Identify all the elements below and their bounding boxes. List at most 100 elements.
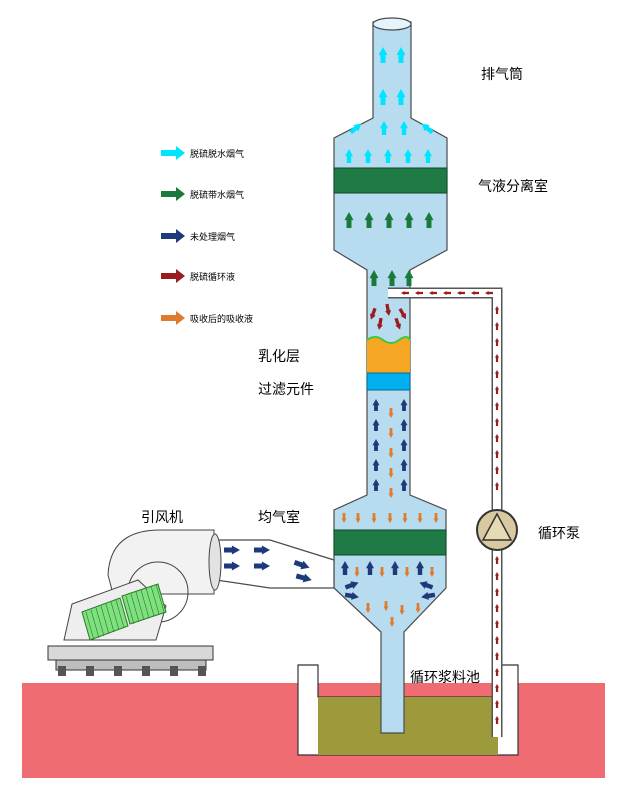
fan-foot — [170, 666, 178, 676]
pipe-flow-arrow — [495, 450, 499, 458]
flow-arrow-navy — [400, 399, 408, 411]
legend-label: 脱硫循环液 — [190, 272, 236, 283]
mesh-line — [95, 607, 105, 637]
flow-arrow-orange — [383, 601, 389, 611]
flow-arrow-cyan — [424, 149, 432, 163]
pipe-flow-arrow — [495, 588, 499, 596]
flow-arrow-navy — [400, 419, 408, 431]
label-chimney: 排气筒 — [481, 67, 523, 83]
flow-arrow-cyan — [364, 149, 372, 163]
mesh-line — [145, 587, 155, 617]
pipe-flow-arrow — [495, 370, 499, 378]
flow-arrow-navy — [293, 559, 310, 570]
flow-arrow-cyan — [421, 123, 434, 135]
pipe-flow-arrow — [495, 604, 499, 612]
label-pump: 循环泵 — [538, 526, 580, 542]
flow-arrow-green — [404, 270, 414, 286]
flow-arrow-cyan — [384, 149, 392, 163]
emulsion-surface — [366, 336, 411, 344]
mesh-line — [130, 593, 140, 623]
emulsion-layer — [367, 337, 410, 373]
pipe-flow-arrow — [495, 354, 499, 362]
fan-outlet-flange — [208, 533, 222, 591]
flow-arrow-green — [369, 270, 379, 286]
flow-arrow-navy — [344, 581, 359, 590]
label-plenum: 均气室 — [258, 510, 300, 526]
pipe-flow-arrow — [495, 620, 499, 628]
mesh-line — [105, 603, 115, 633]
mesh-line — [140, 589, 150, 619]
label-emulsion-layer: 乳化层 — [258, 349, 300, 365]
pipe-flow-arrow — [495, 322, 499, 330]
mesh-line — [115, 599, 125, 629]
pipe-flow-arrow — [495, 338, 499, 346]
flow-arrow-navy — [254, 561, 270, 571]
flow-arrow-navy — [372, 479, 380, 491]
legend-label: 脱硫脱水烟气 — [190, 149, 245, 160]
demister-band-upper — [333, 167, 448, 194]
flow-arrow-cyan — [378, 89, 388, 105]
pipe-flow-arrow — [495, 466, 499, 474]
legend-item-untreated-gas: 未处理烟气 — [160, 228, 235, 244]
flow-arrow-orange — [341, 513, 347, 523]
flow-arrow-orange — [388, 408, 394, 418]
flow-arrow-navy — [341, 561, 349, 575]
pipe-flow-arrow — [495, 700, 499, 708]
flow-arrow-orange — [388, 488, 394, 498]
flow-arrow-navy — [400, 479, 408, 491]
chimney-opening — [372, 17, 412, 31]
legend-item-circulating-liquid: 脱硫循环液 — [160, 268, 235, 284]
mesh-line — [155, 583, 165, 613]
pipe-flow-arrow — [457, 291, 465, 295]
flow-arrow-darkred — [385, 303, 392, 316]
pipe-flow-arrow — [495, 306, 499, 314]
flow-arrow-green — [424, 212, 434, 228]
flow-arrow-orange — [388, 468, 394, 478]
pipe-flow-arrow — [495, 716, 499, 724]
flow-arrow-green — [344, 212, 354, 228]
label-slurry-pool: 循环浆料池 — [410, 670, 480, 686]
legend-label: 脱硫带水烟气 — [190, 190, 245, 201]
pipe-flow-arrow — [495, 652, 499, 660]
demister-band-lower — [333, 529, 447, 556]
flow-arrow-navy — [295, 573, 312, 583]
navy-arrow-icon — [161, 229, 185, 243]
flow-arrow-cyan — [345, 149, 353, 163]
legend-item-dewatered-gas: 脱硫脱水烟气 — [160, 145, 244, 161]
flow-arrow-darkred — [369, 307, 377, 320]
fan-foot — [198, 666, 206, 676]
flow-arrow-navy — [419, 581, 434, 590]
flow-arrow-orange — [388, 448, 394, 458]
legend-label: 未处理烟气 — [190, 232, 236, 243]
flow-arrow-green — [387, 270, 397, 286]
flow-arrow-green — [404, 212, 414, 228]
flow-arrow-orange — [354, 567, 360, 577]
flow-arrow-navy — [224, 545, 240, 555]
flow-arrow-orange — [389, 617, 395, 627]
flow-arrow-navy — [400, 459, 408, 471]
flow-arrow-navy — [372, 399, 380, 411]
mesh-line — [85, 611, 95, 641]
flow-arrow-cyan — [380, 121, 388, 135]
flow-arrow-cyan — [400, 121, 408, 135]
label-fan: 引风机 — [141, 510, 183, 526]
flow-arrow-darkred — [376, 317, 383, 330]
flow-arrow-navy — [366, 561, 374, 575]
flow-arrow-orange — [387, 513, 393, 523]
flow-arrow-orange — [399, 605, 405, 615]
pipe-flow-arrow — [401, 291, 409, 295]
flow-arrow-orange — [355, 513, 361, 523]
flow-arrow-orange — [365, 603, 371, 613]
flow-arrow-cyan — [404, 149, 412, 163]
fan-foot — [142, 666, 150, 676]
flow-arrow-green — [364, 212, 374, 228]
mesh-line — [100, 605, 110, 635]
flow-arrow-navy — [372, 439, 380, 451]
pipe-flow-arrow — [495, 402, 499, 410]
flow-arrow-darkred — [394, 317, 402, 330]
darkred-arrow-icon — [161, 269, 185, 283]
flow-arrow-orange — [429, 567, 435, 577]
fan-foot — [58, 666, 66, 676]
